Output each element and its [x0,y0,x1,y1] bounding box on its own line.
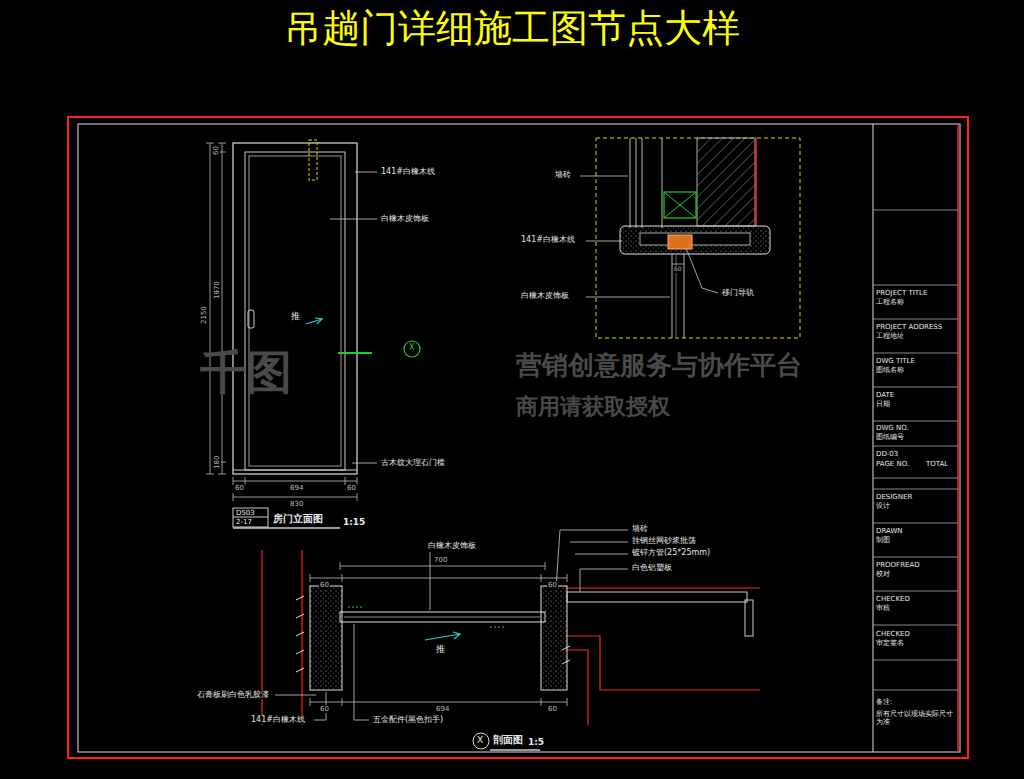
callout-label: 141#白橡木线 [380,167,436,176]
watermark: 营销创意服务与协作平台 [516,351,802,381]
callout-label: 挂钢丝网砂浆批荡 [631,536,697,545]
note-text: 所有尺寸以现场实际尺寸为准 [876,710,954,726]
title-block-field: 工程地址 [876,332,904,340]
callout-label: 白色铝塑板 [631,563,673,572]
dimension: 700 [433,556,448,564]
title-block-field: 工程名称 [876,298,904,306]
title-block-field: DRAWN [876,527,903,535]
dimension: 60 [212,145,220,156]
title-block-field: CHECKED [876,595,910,603]
title-block-field: DATE [876,391,894,399]
section-mark: X [409,343,414,352]
callout-label: 墙砖 [631,524,649,533]
dimension: 60 [547,581,558,589]
callout-label: 141#白橡木线 [520,235,576,244]
callout-label: 白橡木皮饰板 [380,214,430,223]
dimension: 694 [435,705,450,713]
dimension: 694 [289,484,304,492]
sheet-ref: 2-17 [236,518,252,526]
title-block-field: PROJECT TITLE [876,289,927,297]
title-block-field: DWG TITLE [876,357,915,365]
scale: 1:15 [343,517,365,527]
title-block-field: 图纸名称 [876,366,904,374]
title-block-field: 审核 [876,604,890,612]
title-block-field: 审定签名 [876,639,904,647]
dimension: 60 [234,484,245,492]
sheet-ref: D503 [236,509,255,517]
callout-label: 移门导轨 [721,288,755,297]
title-block-field: PROOFREAD [876,561,920,569]
title-block-field: PAGE NO. [876,460,909,468]
dimension: 830 [289,500,304,508]
title-block-field: CHECKED [876,630,910,638]
title-block-field: 设计 [876,502,890,510]
drawing-title: 吊趟门详细施工图节点大样 [0,6,1024,52]
scale: 1:5 [528,737,544,747]
watermark: 千图 [200,346,292,399]
dimension: 60 [547,705,558,713]
callout-label: 白橡木皮饰板 [520,291,570,300]
title-block-field: 日期 [876,400,890,408]
push-mark: 推 [291,311,300,321]
title-block-field: PROJECT ADDRESS [876,323,942,331]
push-mark: 推 [436,644,445,654]
dimension: 60 [346,484,357,492]
title-block-field: 制图 [876,536,890,544]
note-heading: 备注: [876,698,892,706]
dimension: 1970 [213,280,221,300]
callout-label: 白橡木皮饰板 [427,541,477,550]
title-block-field: DESIGNER [876,493,912,501]
title-block-field: 图纸编号 [876,433,904,441]
callout-label: 古木纹大理石门槛 [380,458,446,467]
callout-label: 141#白橡木线 [250,715,306,724]
dimension: 180 [213,455,221,470]
title-block-field: DWG NO. [876,424,909,432]
dimension: 60 [319,705,330,713]
title-block-field: 校对 [876,570,890,578]
view-title: 剖面图 [493,734,523,746]
callout-label: 五金配件(黑色扣手) [372,715,444,724]
dimension: 60 [319,581,330,589]
callout-label: 墙砖 [554,170,572,179]
drawing-number: DD-03 [876,450,898,458]
callout-label: 镀锌方管(25*25mm) [631,548,711,557]
callout-label: 石膏板刷白色乳胶漆 [196,690,270,699]
watermark: 商用请获取授权 [516,394,670,419]
title-block-field: TOTAL [926,460,948,468]
view-title: 房门立面图 [273,513,323,525]
section-mark: X [477,735,483,745]
dimension: 2150 [200,305,208,325]
dimension: 60 [673,266,683,273]
